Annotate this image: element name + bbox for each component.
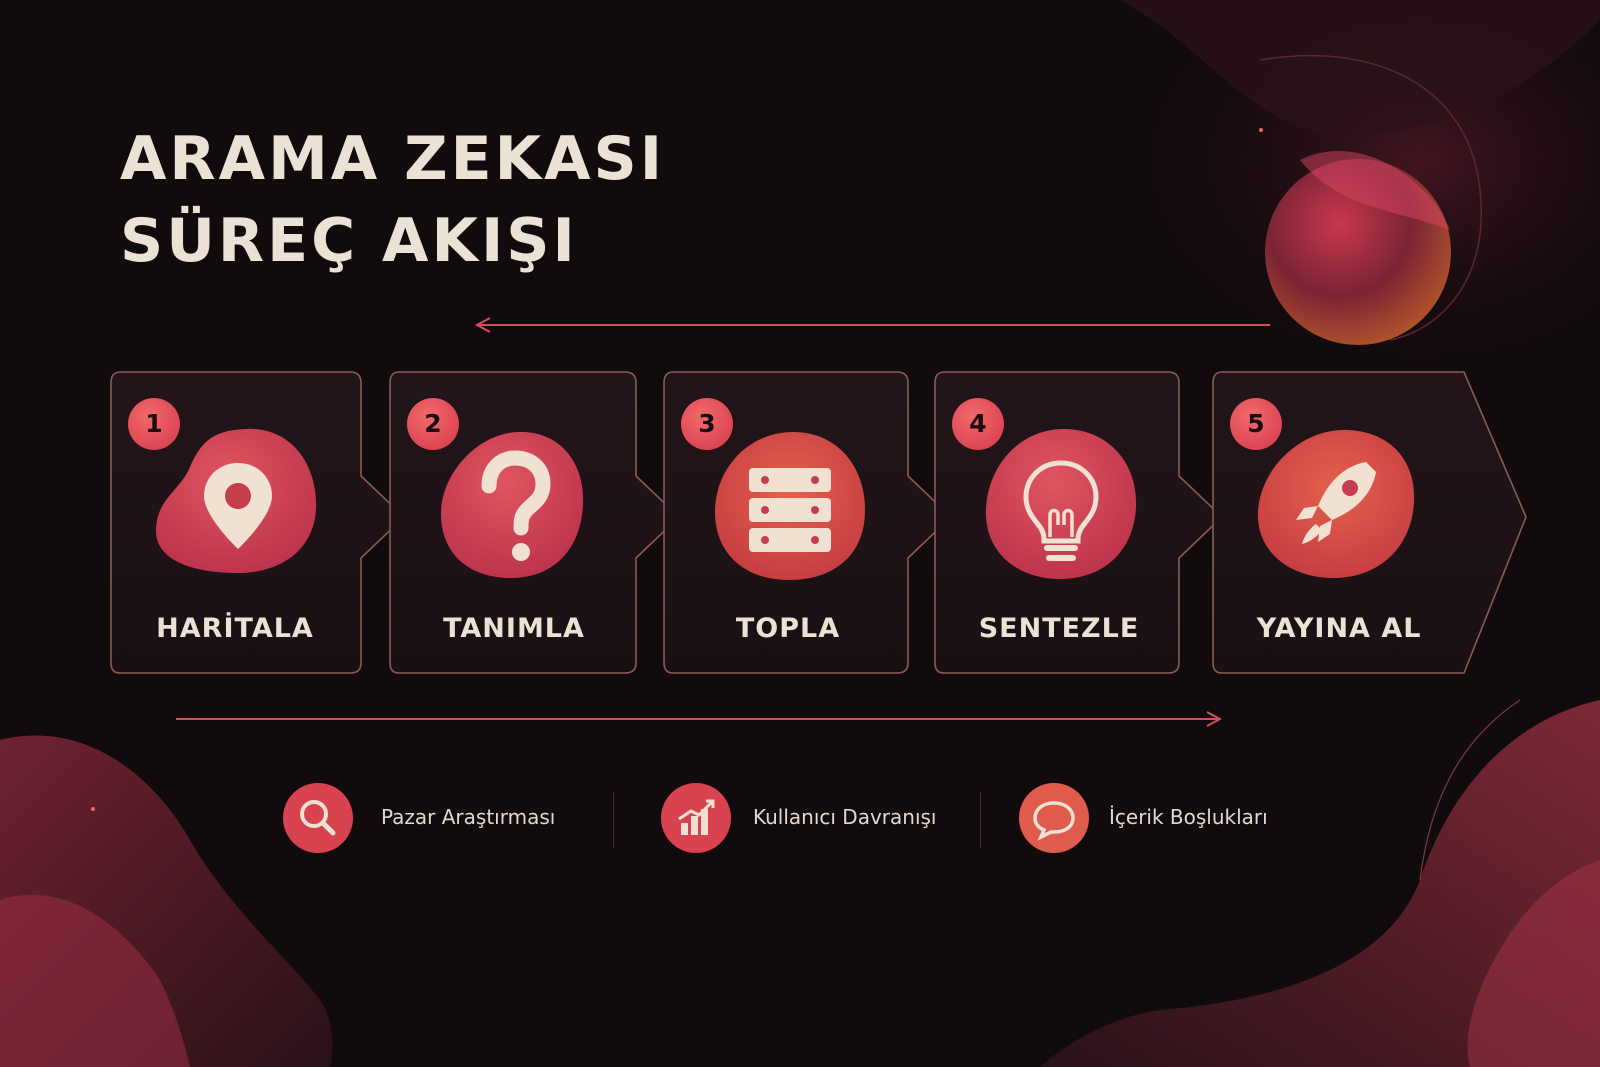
step-number: 1 bbox=[128, 398, 180, 450]
step-card-synthesize: 4 SENTEZLE bbox=[934, 371, 1224, 674]
rocket-icon bbox=[1257, 429, 1415, 578]
step-card-map: 1 HARİTALA bbox=[110, 371, 406, 674]
step-number: 5 bbox=[1230, 398, 1282, 450]
speech-bubble-icon bbox=[1019, 783, 1089, 853]
step-label: TOPLA bbox=[735, 613, 841, 644]
step-card-publish: 5 YAYINA AL bbox=[1212, 371, 1532, 674]
page-title: ARAMA ZEKASI SÜREÇ AKIŞI bbox=[120, 118, 665, 282]
step-number: 2 bbox=[407, 398, 459, 450]
divider bbox=[980, 792, 981, 848]
step-label: YAYINA AL bbox=[1256, 613, 1422, 644]
step-label: SENTEZLE bbox=[978, 613, 1140, 644]
step-card-define: 2 TANIMLA bbox=[389, 371, 681, 674]
category-label: Kullanıcı Davranışı bbox=[753, 805, 937, 829]
category-label: İçerik Boşlukları bbox=[1109, 805, 1268, 829]
step-label: HARİTALA bbox=[156, 613, 314, 644]
database-icon bbox=[715, 432, 865, 580]
step-card-collect: 3 TOPLA bbox=[663, 371, 953, 674]
map-pin-icon bbox=[156, 428, 317, 573]
step-number: 4 bbox=[952, 398, 1004, 450]
search-icon bbox=[283, 783, 353, 853]
lightbulb-icon bbox=[985, 429, 1137, 579]
divider bbox=[613, 792, 614, 848]
step-label: TANIMLA bbox=[443, 613, 585, 644]
question-icon bbox=[441, 431, 584, 578]
title-line-2: SÜREÇ AKIŞI bbox=[120, 206, 578, 276]
title-line-1: ARAMA ZEKASI bbox=[120, 124, 666, 194]
category-label: Pazar Araştırması bbox=[381, 805, 556, 829]
bar-chart-icon bbox=[661, 783, 731, 853]
step-number: 3 bbox=[681, 398, 733, 450]
